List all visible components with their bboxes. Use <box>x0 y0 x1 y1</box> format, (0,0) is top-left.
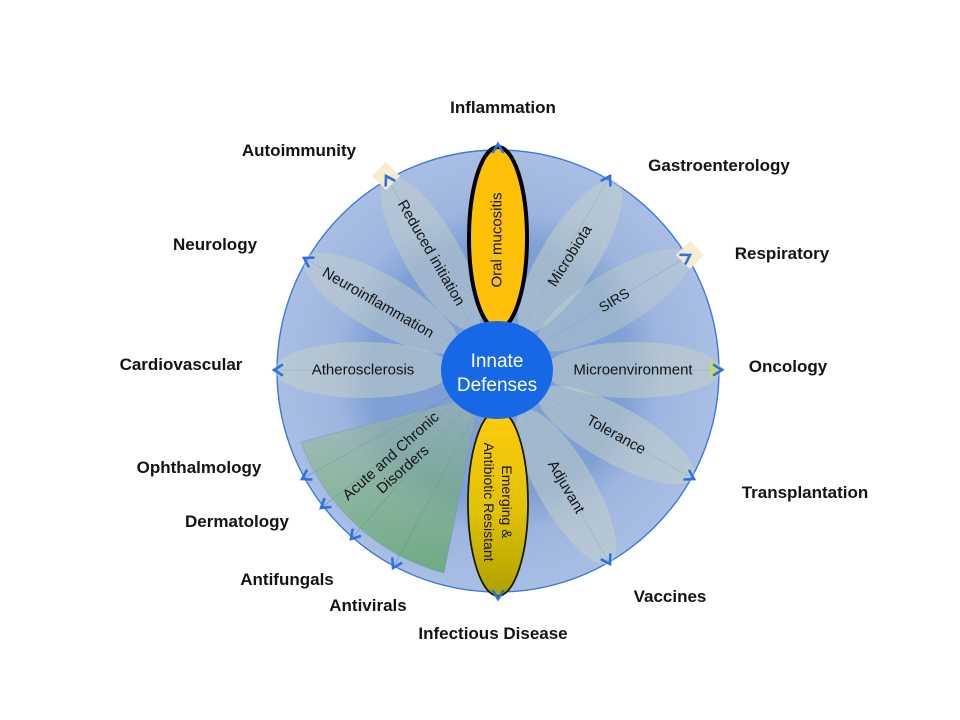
outer-label-transplantation: Transplantation <box>742 483 869 502</box>
outer-label-inflammation: Inflammation <box>450 98 556 117</box>
arrowheads <box>271 141 725 602</box>
petal-microbiota <box>517 179 623 333</box>
arrowhead-oncology <box>712 363 725 377</box>
outer-label-vaccines: Vaccines <box>634 587 707 606</box>
arrowhead-transplantation <box>683 469 697 481</box>
outer-label-cardiovascular: Cardiovascular <box>120 355 243 374</box>
outer-label-neurology: Neurology <box>173 235 258 254</box>
outer-label-ophthalmology: Ophthalmology <box>137 458 262 477</box>
arrowhead-inflammation <box>491 141 505 154</box>
center-label-line2: Defenses <box>457 375 537 396</box>
outer-label-antifungals: Antifungals <box>240 570 334 589</box>
petal-emerging-antibiotic-resistant <box>467 409 529 597</box>
outer-label-autoimmunity: Autoimmunity <box>242 141 357 160</box>
petal-sirs <box>537 248 691 352</box>
outer-label-gastroenterology: Gastroenterology <box>648 156 790 175</box>
wedge-acute-chronic-disorders <box>300 394 481 574</box>
outer-label-infectious-disease: Infectious Disease <box>418 624 567 643</box>
petal-label-atherosclerosis: Atherosclerosis <box>312 362 415 379</box>
arrowhead-ophthalmology <box>299 469 313 481</box>
outer-label-antivirals: Antivirals <box>329 596 406 615</box>
outer-label-respiratory: Respiratory <box>735 244 830 263</box>
petal-reduced-initiation <box>380 175 482 331</box>
arrowhead-cardiovascular <box>271 363 284 377</box>
arrowhead-neurology <box>301 256 315 268</box>
arrowhead-dermatology <box>319 497 332 510</box>
outer-label-dermatology: Dermatology <box>185 512 289 531</box>
petal-label-microenvironment: Microenvironment <box>573 362 693 379</box>
petal-label-emerging-line1: Emerging & <box>499 465 515 539</box>
petal-tolerance <box>537 385 695 485</box>
petal-atherosclerosis <box>275 342 451 398</box>
petal-label-oral-mucositis: Oral mucositis <box>489 192 506 287</box>
center-ellipse <box>441 321 553 419</box>
petal-label-emerging-line2: Antibiotic Resistant <box>481 442 497 561</box>
petal-label-emerging-antibiotic-resistant: Emerging & Antibiotic Resistant <box>481 442 515 561</box>
petal-neuroinflammation <box>303 252 459 354</box>
arrowhead-respiratory <box>679 253 693 265</box>
arrowhead-antivirals <box>391 557 403 571</box>
center-label-line1: Innate <box>471 351 524 372</box>
arrowhead-antifungals <box>349 528 362 541</box>
arrowhead-autoimmunity <box>384 173 396 187</box>
petal-adjuvant <box>515 409 617 565</box>
outer-label-oncology: Oncology <box>749 357 828 376</box>
petal-microenvironment <box>545 342 721 398</box>
arrowhead-vaccines <box>600 553 612 567</box>
arrowhead-gastroenterology <box>600 173 612 187</box>
arrowhead-infectious-disease <box>491 589 505 602</box>
